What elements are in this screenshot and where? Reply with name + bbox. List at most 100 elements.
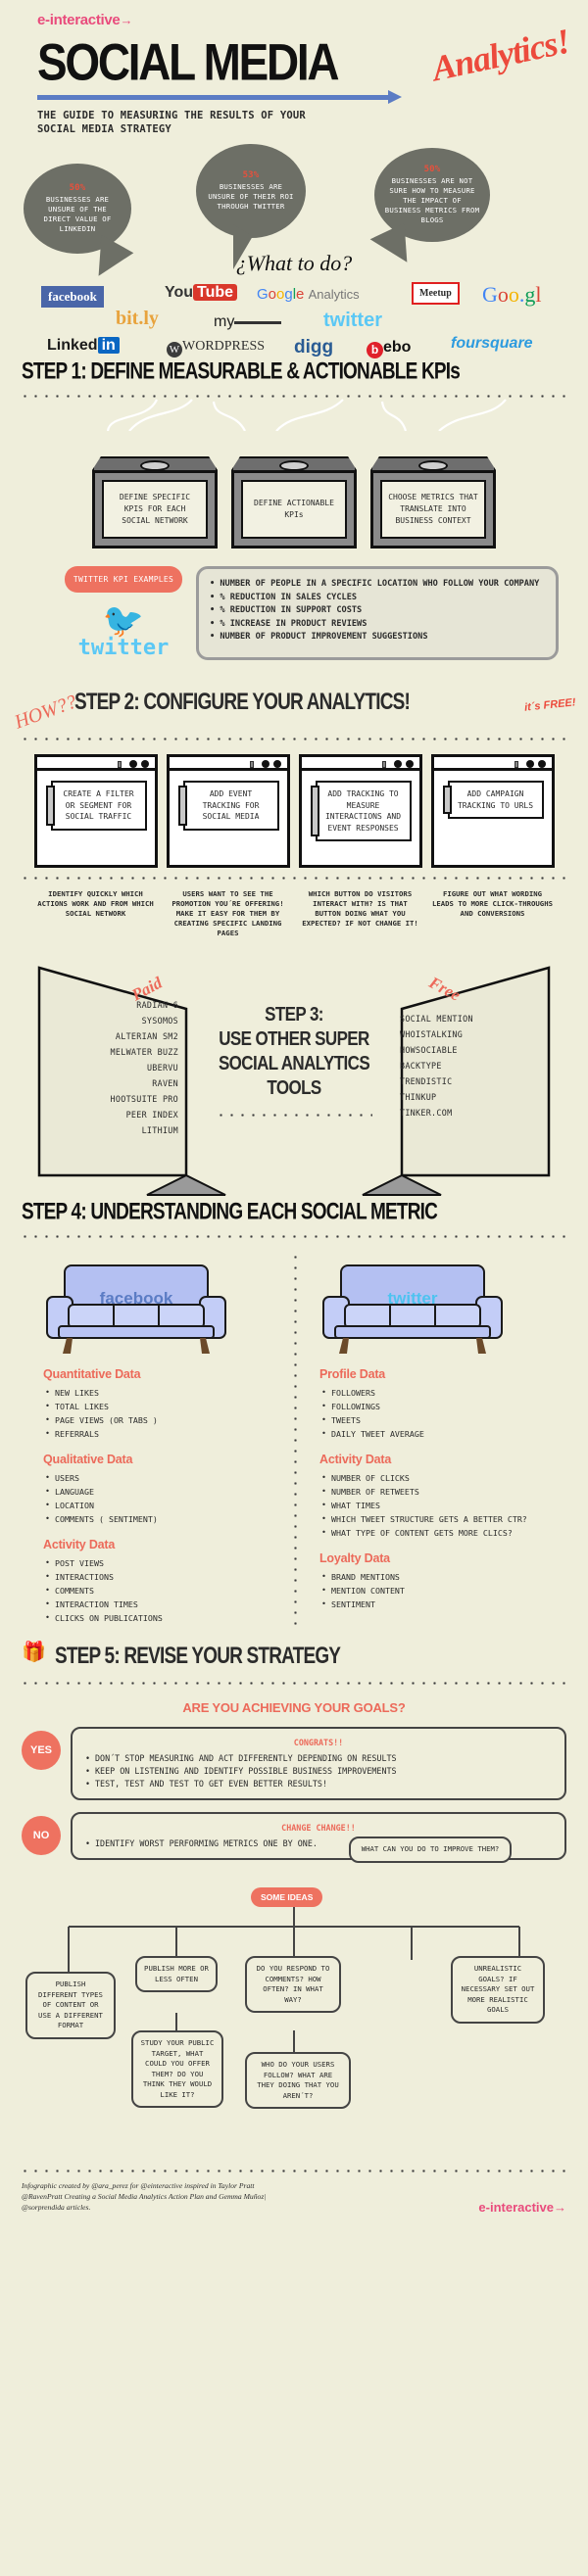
list-item: DAILY TWEET AVERAGE (319, 1427, 572, 1441)
twitter-kpi-left: TWITTER KPI EXAMPLES 🐦 twitter (65, 566, 182, 660)
step2-heading: STEP 2: CONFIGURE YOUR ANALYTICS! (74, 690, 411, 716)
step2-captions: IDENTIFY QUICKLY WHICH ACTIONS WORK AND … (0, 889, 588, 938)
list-item: LANGUAGE (43, 1485, 278, 1499)
brand-dots: → (120, 13, 134, 27)
tv-body: CHOOSE METRICS THAT TRANSLATE INTO BUSIN… (370, 470, 496, 549)
step3-free-tools: SOCIAL MENTION WHOISTALKING HOWSOCIABLE … (400, 1011, 537, 1121)
step1-boxes: DEFINE SPECIFIC KPIS FOR EACH SOCIAL NET… (0, 456, 588, 549)
monitor-caption: WHICH BUTTON DO VISITORS INTERACT WITH? … (302, 889, 418, 928)
step5-heading: STEP 5: REVISE YOUR STRATEGY (55, 1644, 341, 1670)
tv-top (370, 456, 496, 470)
monitor-dial-icon (393, 760, 402, 768)
step4-facebook-column: facebook Quantitative Data NEW LIKES TOT… (0, 1252, 294, 1626)
divider-dots (20, 1682, 568, 1685)
wordpress-icon: W (167, 342, 182, 358)
tv-knob-icon (140, 460, 170, 470)
twitter-kpi-section: TWITTER KPI EXAMPLES 🐦 twitter • NUMBER … (65, 566, 559, 660)
kpi-item-text: NUMBER OF PEOPLE IN A SPECIFIC LOCATION … (220, 579, 540, 589)
group-title: Quantitative Data (43, 1367, 141, 1381)
group-list: POST VIEWS INTERACTIONS COMMENTS INTERAC… (43, 1556, 278, 1625)
monitor-2: ADD EVENT TRACKING FOR SOCIAL MEDIA (166, 754, 290, 868)
list-item: COMMENTS (43, 1584, 278, 1598)
twitter-sofa-label: twitter (387, 1289, 438, 1308)
kpi-item: • NUMBER OF PRODUCT IMPROVEMENT SUGGESTI… (210, 632, 428, 642)
step3-title-line2: USE OTHER SUPER (219, 1027, 369, 1050)
infographic-page: e-interactive → SOCIAL MEDIA Analytics! T… (0, 0, 588, 2228)
tool-item: ALTERIAN SM2 (115, 1031, 178, 1041)
monitor-3: ADD TRACKING TO MEASURE INTERACTIONS AND… (298, 754, 422, 868)
myspace-logo: my (214, 313, 282, 331)
linkedin-word: Linked (47, 337, 98, 354)
footer-line-1: Infographic created by @ara_perez for @e… (22, 2181, 255, 2190)
stat-percent: 50% (69, 183, 86, 193)
kpi-item: • % REDUCTION IN SALES CYCLES (210, 592, 358, 602)
group-list: NEW LIKES TOTAL LIKES PAGE VIEWS (OR TAB… (43, 1386, 278, 1441)
tv-top (231, 456, 357, 470)
youtube-tube: Tube (193, 284, 238, 301)
group-list: NUMBER OF CLICKS NUMBER OF RETWEETS WHAT… (319, 1471, 572, 1540)
divider-dots (216, 1114, 372, 1117)
list-item: WHICH TWEET STRUCTURE GETS A BETTER CTR? (319, 1512, 572, 1526)
twitter-kpi-list: • NUMBER OF PEOPLE IN A SPECIFIC LOCATIO… (196, 566, 559, 660)
monitor-top (169, 757, 287, 771)
step3-title-line4: TOOLS (267, 1076, 321, 1099)
bebo-icon: b (367, 342, 383, 358)
tv-knob-icon (279, 460, 309, 470)
step2-free-label: it´s FREE! (523, 696, 577, 714)
antenna-wires (0, 398, 588, 431)
step2-heading-area: HOW?? STEP 2: CONFIGURE YOUR ANALYTICS! … (0, 686, 588, 734)
monitor-top (36, 757, 155, 771)
step5-heading-area: 🎁 STEP 5: REVISE YOUR STRATEGY (0, 1640, 588, 1673)
kpi-item-text: NUMBER OF PRODUCT IMPROVEMENT SUGGESTION… (220, 632, 428, 642)
group-list: USERS LANGUAGE LOCATION COMMENTS ( SENTI… (43, 1471, 278, 1526)
no-badge: NO (22, 1816, 61, 1855)
list-item: REFERRALS (43, 1427, 278, 1441)
yes-badge: YES (22, 1731, 61, 1770)
what-to-do-heading: ¿What to do? (235, 251, 353, 275)
stat-bubble-twitter: 53% BUSINESSES ARE UNSURE OF THEIR ROI T… (196, 144, 306, 269)
twitter-kpi-badge: TWITTER KPI EXAMPLES (65, 566, 182, 593)
tool-item: PEER INDEX (125, 1110, 178, 1120)
facebook-sofa-illustration: facebook (43, 1262, 229, 1356)
monitor-caption: FIGURE OUT WHAT WORDING LEADS TO MORE CL… (431, 889, 553, 918)
tool-item: SYSOMOS (141, 1016, 178, 1026)
monitor-top (301, 757, 419, 771)
title-area: SOCIAL MEDIA Analytics! (0, 22, 588, 92)
facebook-sofa-label: facebook (99, 1289, 173, 1308)
stat-bubbles: 50% BUSINESSES ARE UNSURE OF THE DIRECT … (0, 142, 588, 279)
monitor-caption: USERS WANT TO SEE THE PROMOTION YOU´RE O… (172, 889, 284, 937)
stat-bubble-linkedin: 50% BUSINESSES ARE UNSURE OF THE DIRECT … (24, 164, 135, 279)
monitor-dial-icon (140, 760, 149, 768)
tv-screen-text: DEFINE ACTIONABLE KPIs (241, 480, 347, 539)
group-title: Activity Data (43, 1538, 116, 1551)
linkedin-in: in (97, 337, 120, 354)
tool-item: UBERVU (146, 1063, 178, 1073)
list-item: TWEETS (319, 1413, 572, 1427)
tool-item: WHOISTALKING (400, 1029, 464, 1039)
monitor-paper-text: ADD CAMPAIGN TRACKING TO URLS (442, 781, 544, 819)
page-title: SOCIAL MEDIA (37, 32, 340, 92)
monitor-slot-icon (117, 761, 122, 768)
divider-dots (20, 738, 568, 740)
list-item: TEST, TEST AND TEST TO GET EVEN BETTER R… (84, 1778, 553, 1790)
divider-dots (20, 395, 568, 398)
list-item: DON´T STOP MEASURING AND ACT DIFFERENTLY… (84, 1752, 553, 1765)
kpi-item-text: % REDUCTION IN SUPPORT COSTS (220, 605, 363, 615)
footer: Infographic created by @ara_perez for @e… (0, 2172, 588, 2228)
list-item: POST VIEWS (43, 1556, 278, 1570)
step5-yes-row: YES CONGRATS!! DON´T STOP MEASURING AND … (22, 1727, 566, 1800)
list-item: WHAT TYPE OF CONTENT GETS MORE CLICS? (319, 1526, 572, 1540)
footer-brand-name: e-interactive (478, 2200, 554, 2215)
list-item: FOLLOWERS (319, 1386, 572, 1400)
group-list: FOLLOWERS FOLLOWINGS TWEETS DAILY TWEET … (319, 1386, 572, 1441)
idea-box-2: PUBLISH MORE OR LESS OFTEN (135, 1956, 218, 1992)
meetup-logo: Meetup (412, 282, 460, 305)
group-title: Activity Data (319, 1453, 392, 1466)
tool-item: THINKUP (400, 1092, 437, 1102)
monitor-paper-text: ADD EVENT TRACKING FOR SOCIAL MEDIA (177, 781, 279, 831)
group-title: Profile Data (319, 1367, 386, 1381)
tool-item: TINKER.COM (400, 1108, 453, 1118)
divider-dots (20, 877, 568, 880)
